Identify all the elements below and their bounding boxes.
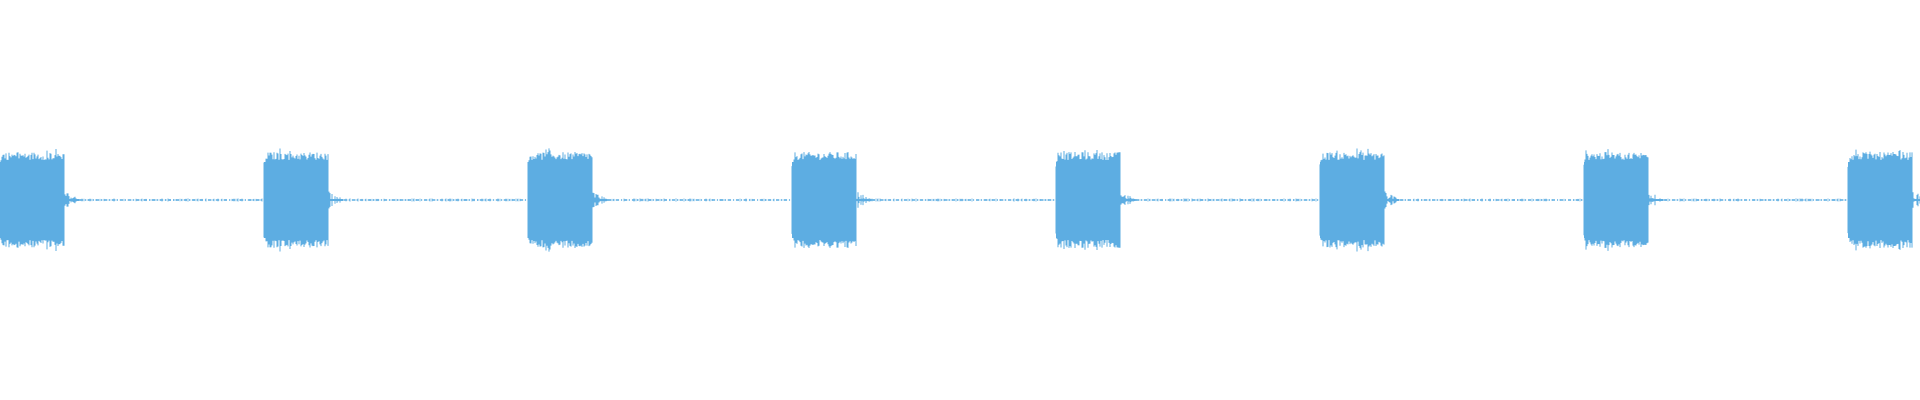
burst-decay-tail (1911, 192, 1920, 208)
waveform-burst (1847, 149, 1920, 251)
burst-decay-tail (1119, 195, 1136, 205)
burst-samples (263, 148, 329, 252)
waveform-burst (263, 148, 344, 252)
waveform-bursts (0, 148, 1920, 252)
burst-samples (0, 149, 65, 251)
waveform-burst (527, 148, 608, 252)
waveform-burst (1055, 150, 1136, 250)
burst-samples (527, 148, 593, 252)
burst-decay-tail (327, 191, 344, 209)
burst-samples (1319, 148, 1385, 252)
burst-decay-tail (591, 192, 608, 208)
burst-decay-tail (63, 193, 80, 207)
burst-samples (1055, 150, 1121, 250)
waveform-burst (791, 152, 872, 248)
waveform-burst (1319, 148, 1400, 252)
burst-decay-tail (1647, 194, 1664, 206)
burst-decay-tail (1383, 191, 1400, 209)
waveform-burst (1583, 149, 1664, 251)
burst-samples (1847, 149, 1913, 251)
waveform-burst (0, 149, 80, 251)
burst-decay-tail (855, 192, 872, 208)
burst-samples (1583, 149, 1649, 251)
burst-samples (791, 152, 857, 248)
